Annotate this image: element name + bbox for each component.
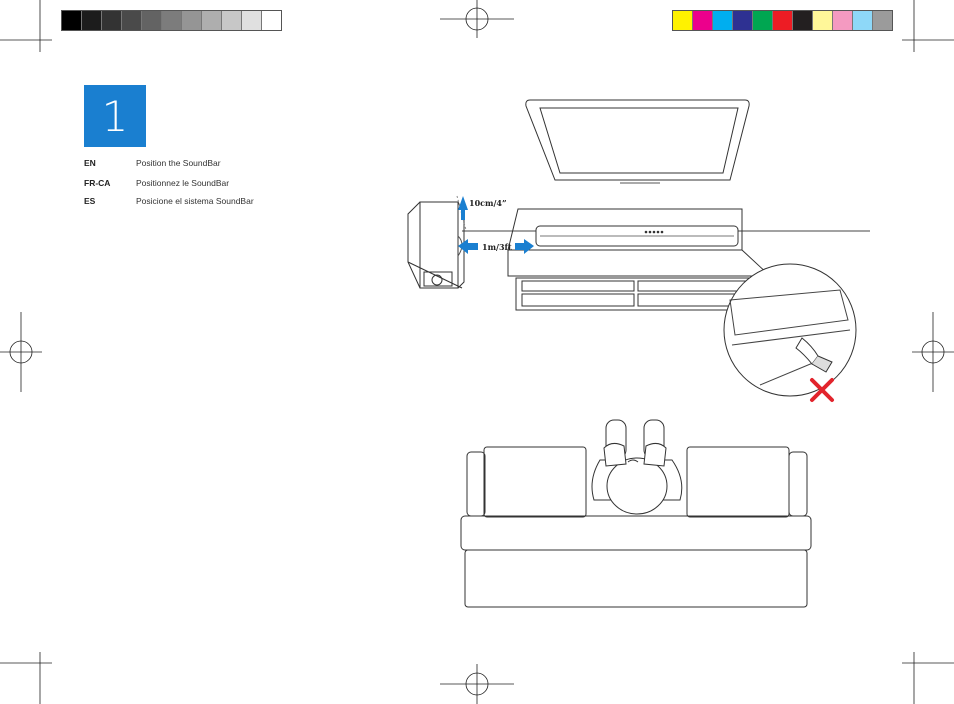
- registration-mark-right: [912, 312, 954, 392]
- calibration-swatch: [793, 11, 813, 30]
- instruction-row-en: EN Position the SoundBar: [84, 158, 221, 168]
- soundbar-icon: [535, 225, 739, 247]
- registration-mark-left: [0, 312, 42, 392]
- sofa-icon: [460, 446, 812, 608]
- calibration-swatch: [713, 11, 733, 30]
- cable-detail-icon: [723, 263, 857, 397]
- calibration-swatch: [813, 11, 833, 30]
- tv-icon: [525, 99, 750, 184]
- distance-arrows: [458, 196, 534, 254]
- calibration-swatch: [773, 11, 793, 30]
- calibration-swatch: [182, 11, 202, 30]
- step-number-badge: 1: [84, 85, 146, 147]
- subwoofer-icon: [407, 195, 467, 289]
- calibration-swatch: [102, 11, 122, 30]
- language-code: EN: [84, 158, 96, 168]
- distance-label: 1m/3ft: [482, 242, 512, 252]
- calibration-swatch: [222, 11, 242, 30]
- calibration-swatch: [673, 11, 693, 30]
- calibration-swatch: [62, 11, 82, 30]
- grayscale-calibration-bar: [61, 10, 282, 31]
- instruction-row-fr-ca: FR-CA Positionnez le SoundBar: [84, 178, 229, 188]
- prohibited-x-icon: [810, 378, 834, 402]
- instruction-row-es: ES Posicione el sistema SoundBar: [84, 196, 254, 206]
- calibration-swatch: [262, 11, 281, 30]
- person-icon: [591, 419, 683, 515]
- subwoofer-gap-label: 10cm/4”: [469, 198, 507, 208]
- instruction-text: Posicione el sistema SoundBar: [136, 196, 254, 206]
- calibration-swatch: [122, 11, 142, 30]
- registration-mark-bottom: [440, 664, 514, 704]
- calibration-swatch: [853, 11, 873, 30]
- calibration-swatch: [733, 11, 753, 30]
- calibration-swatch: [833, 11, 853, 30]
- language-code: ES: [84, 196, 96, 206]
- registration-mark-top: [440, 0, 514, 38]
- calibration-swatch: [753, 11, 773, 30]
- calibration-swatch: [142, 11, 162, 30]
- calibration-swatch: [202, 11, 222, 30]
- tv-stand-icon: [507, 208, 772, 311]
- instruction-text: Position the SoundBar: [136, 158, 221, 168]
- calibration-swatch: [82, 11, 102, 30]
- language-code: FR-CA: [84, 178, 111, 188]
- calibration-swatch: [873, 11, 892, 30]
- calibration-swatch: [242, 11, 262, 30]
- calibration-swatch: [693, 11, 713, 30]
- calibration-swatch: [162, 11, 182, 30]
- color-calibration-bar: [672, 10, 893, 31]
- instruction-text: Positionnez le SoundBar: [136, 178, 230, 188]
